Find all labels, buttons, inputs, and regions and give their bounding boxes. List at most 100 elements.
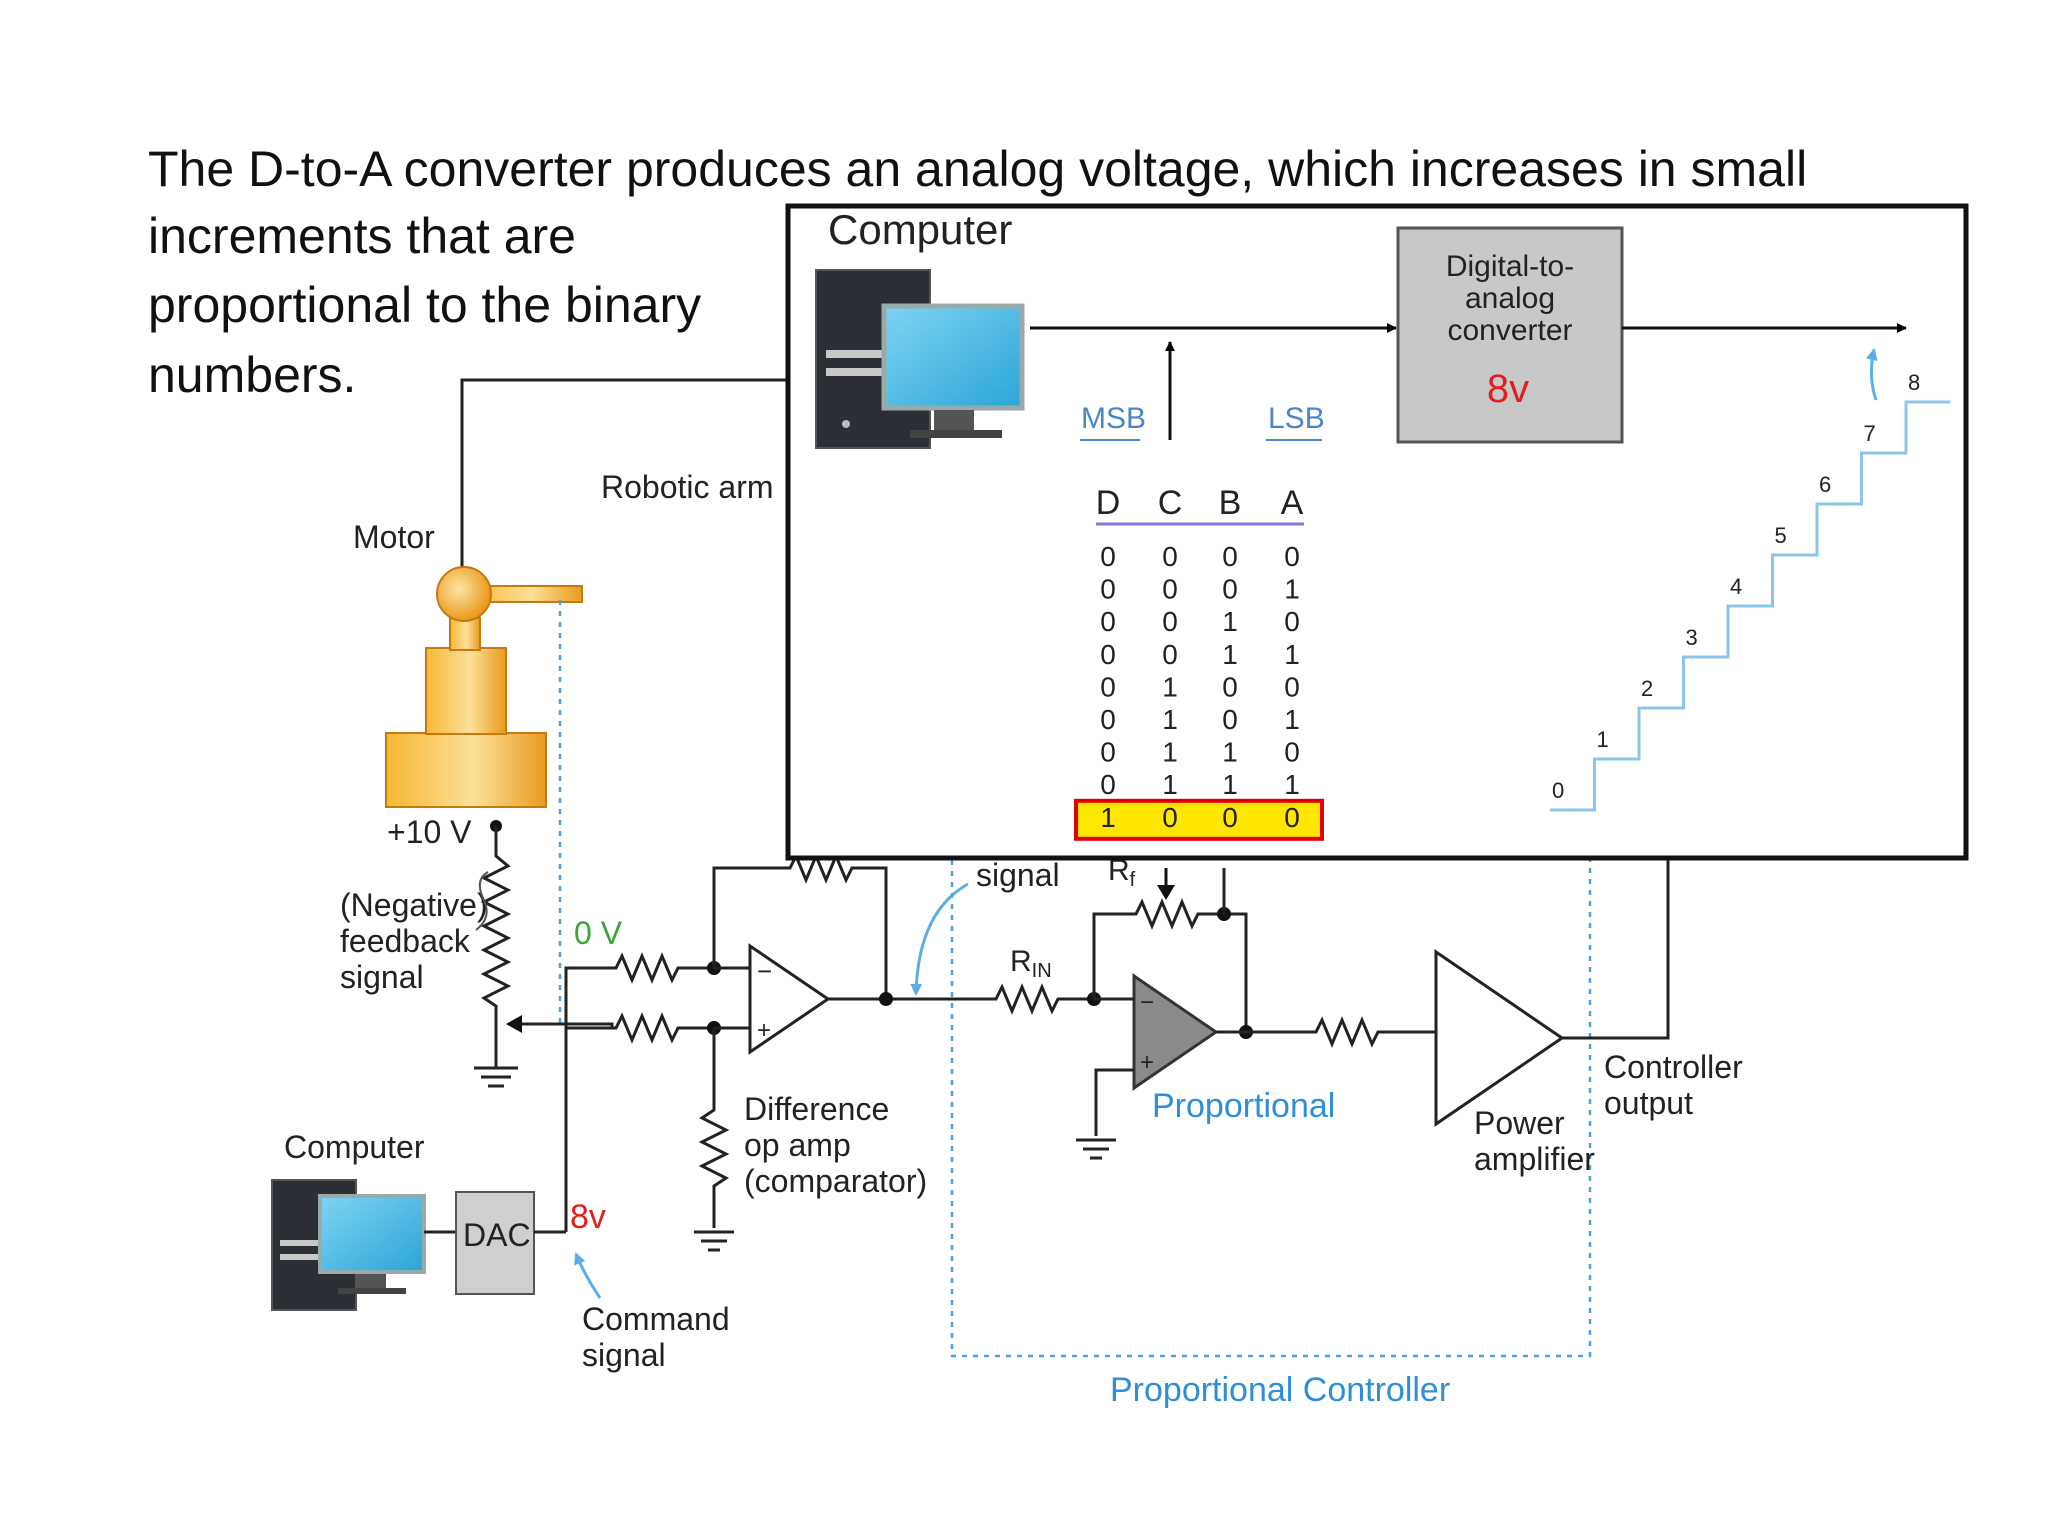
dac-box-line-1: Digital-to- [1446, 250, 1574, 283]
command-signal-label-line-2: signal [582, 1337, 666, 1373]
motor-label: Motor [353, 519, 435, 555]
table-header-a: A [1281, 484, 1304, 522]
motor-control-wire [460, 378, 790, 580]
table-cell: 0 [1162, 574, 1178, 605]
error-signal-label: signal [976, 857, 1060, 893]
robotic-arm-label: Robotic arm [601, 469, 774, 505]
dac-label: DAC [463, 1217, 531, 1253]
table-cell: 1 [1162, 704, 1178, 735]
proportional-controller-boundary [950, 860, 1592, 1358]
power-amp-label-line-1: Power [1474, 1105, 1565, 1141]
dac-box [455, 1191, 535, 1295]
rf-arrowhead [1157, 885, 1175, 900]
controller-output-wire [1562, 860, 1670, 1040]
table-cell: 0 [1284, 802, 1300, 833]
difference-op-amp: − + [714, 943, 831, 1055]
table-cell: 1 [1162, 737, 1178, 768]
feedback-label-line-3: signal [340, 959, 424, 995]
table-cell: 1 [1162, 671, 1178, 702]
staircase-line [1550, 400, 1951, 812]
table-cell: 0 [1222, 541, 1238, 572]
staircase-step-label: 8 [1908, 370, 1920, 395]
table-cell: 0 [1100, 704, 1116, 735]
diff-out-node [879, 992, 893, 1006]
table-cell: 0 [1284, 737, 1300, 768]
table-header-c: C [1158, 484, 1183, 522]
table-cell: 0 [1284, 671, 1300, 702]
table-cell: 1 [1284, 574, 1300, 605]
table-cell: 0 [1162, 802, 1178, 833]
feedback-label-line-1: (Negative) [340, 887, 488, 923]
staircase-step-label: 4 [1730, 574, 1742, 599]
table-cell: 0 [1100, 769, 1116, 800]
table-cell: 0 [1100, 541, 1116, 572]
diff-amp-label-line-1: Difference [744, 1091, 889, 1127]
table-cell: 0 [1162, 541, 1178, 572]
staircase-step-label: 2 [1641, 676, 1653, 701]
table-cell: 0 [1222, 704, 1238, 735]
computer-label-bottom: Computer [284, 1129, 425, 1165]
power-amp-label-line-2: amplifier [1474, 1141, 1595, 1177]
dac-box-line-3: converter [1447, 314, 1572, 347]
svg-text:−: − [1140, 989, 1154, 1016]
staircase-step-label: 5 [1775, 523, 1787, 548]
proportional-controller-label: Proportional Controller [1110, 1371, 1450, 1409]
table-cell: 0 [1222, 802, 1238, 833]
diff-feedback-wire [712, 852, 888, 998]
resistor-diff-plus [566, 1012, 714, 1044]
controller-output-label-line-1: Controller [1604, 1049, 1743, 1085]
table-cell: 1 [1222, 606, 1238, 637]
wiper-arrowhead [506, 1015, 522, 1033]
table-header-b: B [1219, 484, 1242, 522]
table-cell: 0 [1284, 606, 1300, 637]
table-cell: 0 [1162, 606, 1178, 637]
table-cell: 1 [1222, 737, 1238, 768]
caption-line-3: proportional to the binary [148, 277, 701, 333]
staircase-pointer [1865, 348, 1878, 401]
resistor-diff-minus [612, 952, 714, 984]
output-resistor [1216, 1016, 1436, 1048]
command-signal-label-line-1: Command [582, 1301, 730, 1337]
wire-dac-to-diff-minus [564, 966, 616, 1232]
zero-v-label: 0 V [574, 915, 623, 951]
dac-inset-panel: Computer MSB LSB Digital-to- analog conv… [785, 203, 1969, 861]
staircase-step-label: 3 [1686, 625, 1698, 650]
prop-plus-ground-wire [1094, 1068, 1134, 1136]
table-cell: 0 [1100, 639, 1116, 670]
rin-resistor [952, 983, 1094, 1015]
highlighted-row-box [1074, 798, 1324, 841]
table-header-d: D [1096, 484, 1121, 522]
table-cell: 0 [1100, 737, 1116, 768]
ground-symbol-pot [474, 1060, 518, 1088]
svg-text:−: − [757, 956, 772, 986]
table-cell: 1 [1222, 639, 1238, 670]
table-cell: 1 [1222, 769, 1238, 800]
feedback-label-line-2: feedback [340, 923, 471, 959]
table-cell: 0 [1284, 541, 1300, 572]
proportional-label: Proportional [1152, 1087, 1335, 1125]
table-cell: 1 [1284, 769, 1300, 800]
ground-symbol-prop [1076, 1138, 1116, 1160]
dac-box-value: 8v [1487, 367, 1529, 411]
table-cell: 1 [1100, 802, 1116, 833]
msb-label: MSB [1081, 402, 1146, 435]
computer-icon-inset [815, 269, 1025, 449]
staircase-step-label: 1 [1597, 727, 1609, 752]
caption-line-4: numbers. [148, 347, 356, 403]
rf-resistor [1092, 898, 1248, 1032]
staircase-step-label: 0 [1552, 778, 1564, 803]
ground-symbol-diff [694, 1230, 734, 1252]
diff-plus-ground-resistor [698, 1028, 730, 1228]
table-cell: 0 [1100, 671, 1116, 702]
svg-text:+: + [1140, 1049, 1154, 1076]
rin-label: RIN [1010, 945, 1052, 982]
table-cell: 0 [1100, 606, 1116, 637]
error-signal-pointer [910, 882, 969, 996]
dac-box-line-2: analog [1465, 282, 1555, 315]
lsb-label: LSB [1268, 402, 1325, 435]
table-cell: 0 [1222, 671, 1238, 702]
plus10v-label: +10 V [387, 814, 472, 850]
